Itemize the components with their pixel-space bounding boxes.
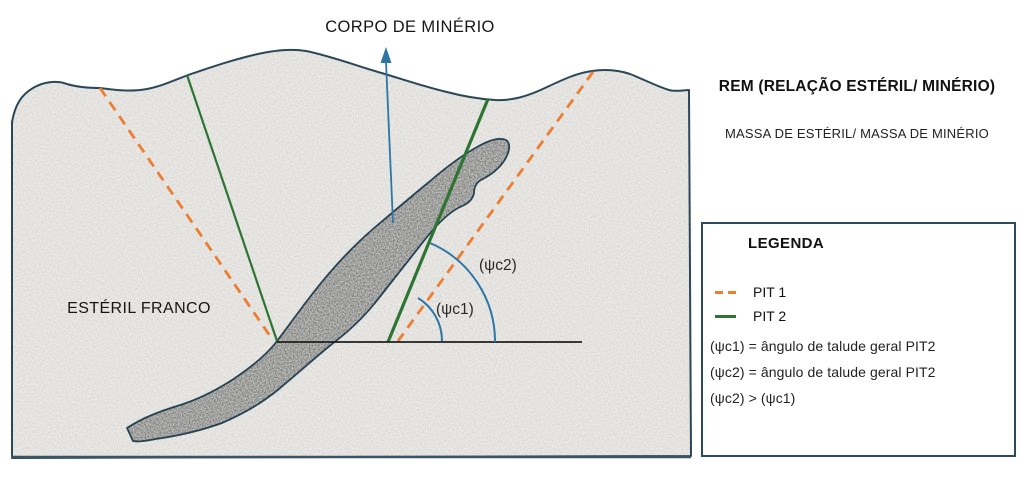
- legend-note-comparison: (ψc2) > (ψc1): [710, 390, 796, 406]
- legend-box: LEGENDA PIT 1 PIT 2 (ψc1) = ângulo de ta…: [701, 222, 1016, 457]
- cross-section-figure: CORPO DE MINÉRIO ESTÉRIL FRANCO (ψc2) (ψ…: [11, 17, 692, 459]
- legend-item-pit2: PIT 2: [715, 304, 1014, 328]
- ore-body-arrowhead: [380, 47, 392, 63]
- rem-panel-subtitle: MASSA DE ESTÉRIL/ MASSA DE MINÉRIO: [725, 126, 989, 141]
- legend-note-psi-c1: (ψc1) = ângulo de talude geral PIT2: [710, 338, 936, 354]
- pit1-dashed-line-swatch: [715, 290, 737, 294]
- pit2-line-right: [386, 98, 490, 343]
- ore-body-texture: [127, 138, 510, 442]
- angle-psi-c2-label: (ψc2): [479, 257, 517, 274]
- waste-rock-label: ESTÉRIL FRANCO: [67, 298, 211, 317]
- pit2-solid-line-swatch: [715, 314, 737, 318]
- legend-item-pit2-label: PIT 2: [753, 308, 787, 324]
- legend-item-pit1-label: PIT 1: [753, 284, 787, 300]
- pit2-line-left: [185, 74, 279, 342]
- angle-arc-psi-c2: [429, 242, 497, 343]
- ore-body-arrow: [385, 61, 394, 224]
- legend-items: PIT 1 PIT 2: [715, 280, 1014, 328]
- pit1-line-right: [396, 71, 595, 342]
- legend-item-pit1: PIT 1: [715, 280, 1014, 304]
- legend-note-psi-c2: (ψc2) = ângulo de talude geral PIT2: [710, 364, 936, 380]
- legend-notes: (ψc1) = ângulo de talude geral PIT2 (ψc2…: [710, 338, 1014, 406]
- angle-arc-psi-c1: [417, 297, 444, 342]
- angle-psi-c1-label: (ψc1): [436, 301, 474, 318]
- rem-panel-title: REM (RELAÇÃO ESTÉRIL/ MINÉRIO): [718, 78, 996, 95]
- ore-body-label: CORPO DE MINÉRIO: [325, 17, 495, 36]
- legend-title: LEGENDA: [748, 235, 825, 252]
